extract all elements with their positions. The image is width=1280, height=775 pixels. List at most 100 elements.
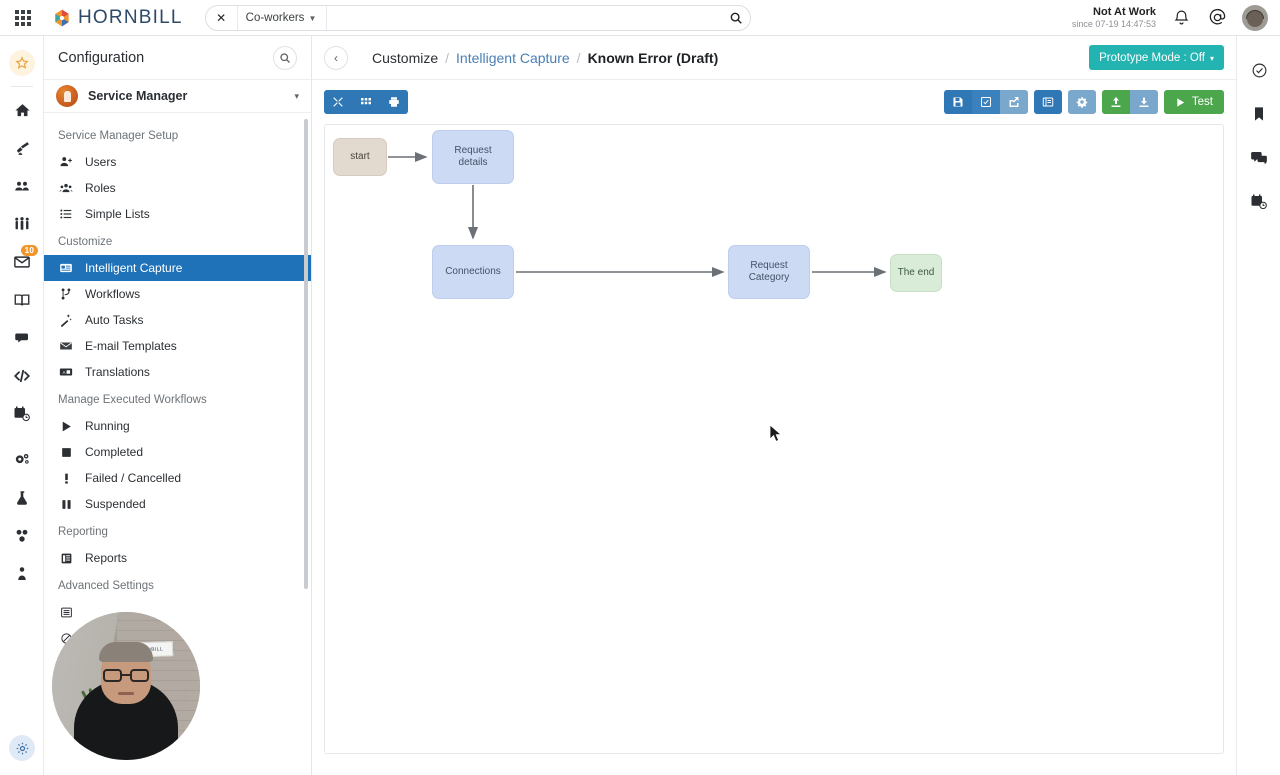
upload-button[interactable] [1101,90,1130,114]
prototype-mode-button[interactable]: Prototype Mode : Off▾ [1089,45,1224,70]
breadcrumb-section[interactable]: Intelligent Capture [456,49,570,66]
download-button[interactable] [1129,90,1158,114]
sidebar-item-auto-tasks[interactable]: Auto Tasks [44,307,311,333]
grid-toggle-button[interactable] [352,90,380,114]
print-button[interactable] [380,90,408,114]
sidebar-item-mail[interactable]: 10 [0,243,44,281]
right-rail-item-conversations[interactable] [1237,136,1280,180]
sidebar-item-teams[interactable] [0,205,44,243]
status-title: Not At Work [1093,6,1156,18]
stop-icon [58,446,74,459]
clear-search-icon[interactable]: ✕ [206,5,238,30]
sidebar-item-structure[interactable] [0,517,44,555]
sidebar-item-colleagues[interactable] [0,167,44,205]
search-scope-dropdown[interactable]: Co-workers▼ [238,12,327,24]
sidebar-item-settings[interactable] [0,735,44,761]
at-icon[interactable] [1206,7,1228,29]
sidebar-header: Configuration [44,36,311,80]
bell-icon[interactable] [1170,7,1192,29]
export-button[interactable] [999,90,1028,114]
search-icon[interactable] [722,11,750,25]
gear-icon [9,735,35,761]
app-selector[interactable]: Service Manager ▾ [44,80,311,113]
sidebar-item-translations[interactable]: A Translations [44,359,311,385]
search-scope-label: Co-workers [245,11,305,24]
flow-node-connections[interactable]: Connections [432,245,514,299]
sidebar-item-label: E-mail Templates [85,339,177,353]
right-rail-item-bookmarks[interactable] [1237,92,1280,136]
right-icon-rail [1236,36,1280,775]
sidebar-item-label: Running [85,419,130,433]
sidebar-item-roles[interactable]: Roles [44,175,311,201]
webcam-mouth [118,692,134,695]
webcam-glasses [103,669,149,682]
brand[interactable]: HORNBILL [52,7,183,29]
sidebar-item-timesheet[interactable] [0,395,44,433]
right-rail-item-activity-timer[interactable] [1237,180,1280,224]
save-button[interactable] [943,90,972,114]
sidebar-item-users[interactable]: Users [44,149,311,175]
report-icon [58,552,74,565]
toolbar-right-group: Test [943,90,1224,114]
sidebar-item-admin-tools[interactable] [0,441,44,479]
sidebar-item-library[interactable] [0,281,44,319]
sidebar-item-chat[interactable] [0,319,44,357]
left-icon-rail: 10 [0,36,44,775]
settings-button[interactable] [1067,90,1096,114]
sidebar-item-favorites[interactable] [0,44,44,82]
sidebar-item-intelligent-capture[interactable]: Intelligent Capture [44,255,311,281]
chevron-down-icon: ▾ [294,90,299,101]
sidebar-item-home[interactable] [0,91,44,129]
fit-screen-button[interactable] [324,90,352,114]
search-icon[interactable] [273,45,297,70]
sidebar-item-label: Roles [85,181,116,195]
sidebar-item-reports[interactable]: Reports [44,545,311,571]
sidebar-item-label: Auto Tasks [85,313,144,327]
users-icon [58,181,74,195]
sidebar-item-label: Reports [85,551,128,565]
validate-button[interactable] [971,90,1000,114]
capture-icon [58,261,74,275]
sidebar-item-completed[interactable]: Completed [44,439,311,465]
chevron-left-icon[interactable]: ‹ [324,45,348,70]
sidebar-item-code[interactable] [0,357,44,395]
avatar[interactable] [1242,4,1268,31]
sidebar-item-personal[interactable] [0,555,44,593]
sidebar-item-running[interactable]: Running [44,413,311,439]
workflow-icon [58,287,74,301]
page-title: Configuration [58,49,145,66]
flow-node-the-end[interactable]: The end [890,254,942,292]
webcam-bubble[interactable]: HORNBILL [52,612,200,760]
test-button[interactable]: Test [1163,90,1224,114]
search-input[interactable] [326,5,723,30]
right-rail-item-tasks[interactable] [1237,48,1280,92]
sidebar-item-discovery[interactable] [0,129,44,167]
star-icon [9,50,35,76]
flow-node-request-details[interactable]: Request details [432,130,514,184]
chevron-down-icon: ▾ [1209,53,1214,63]
flow-node-start[interactable]: start [333,138,387,176]
test-button-label: Test [1191,96,1213,108]
properties-button[interactable] [1033,90,1062,114]
main-panel: ‹ Customize / Intelligent Capture / Know… [312,36,1236,775]
flow-node-request-category[interactable]: Request Category [728,245,810,299]
flow-canvas[interactable]: start Request details Connections Reques… [324,124,1224,754]
sidebar-item-suspended[interactable]: Suspended [44,491,311,517]
sidebar-scrollbar[interactable] [304,119,308,589]
user-status[interactable]: Not At Work since 07-19 14:47:53 [1072,6,1156,29]
webcam-hair [99,642,153,662]
breadcrumb-current: Known Error (Draft) [587,49,719,66]
brand-text: HORNBILL [78,6,183,28]
sidebar-item-workflows[interactable]: Workflows [44,281,311,307]
sidebar-item-failed-cancelled[interactable]: Failed / Cancelled [44,465,311,491]
apps-grid-icon[interactable] [6,9,40,26]
sidebar-item-experiments[interactable] [0,479,44,517]
hornbill-logo-icon [55,9,69,26]
breadcrumb-root[interactable]: Customize [372,49,439,66]
global-search: ✕ Co-workers▼ [204,4,752,31]
sidebar-group-label: Customize [58,236,113,248]
toolbar-settings-group [1067,90,1096,114]
sidebar-item-simple-lists[interactable]: Simple Lists [44,201,311,227]
sidebar-item-email-templates[interactable]: E-mail Templates [44,333,311,359]
